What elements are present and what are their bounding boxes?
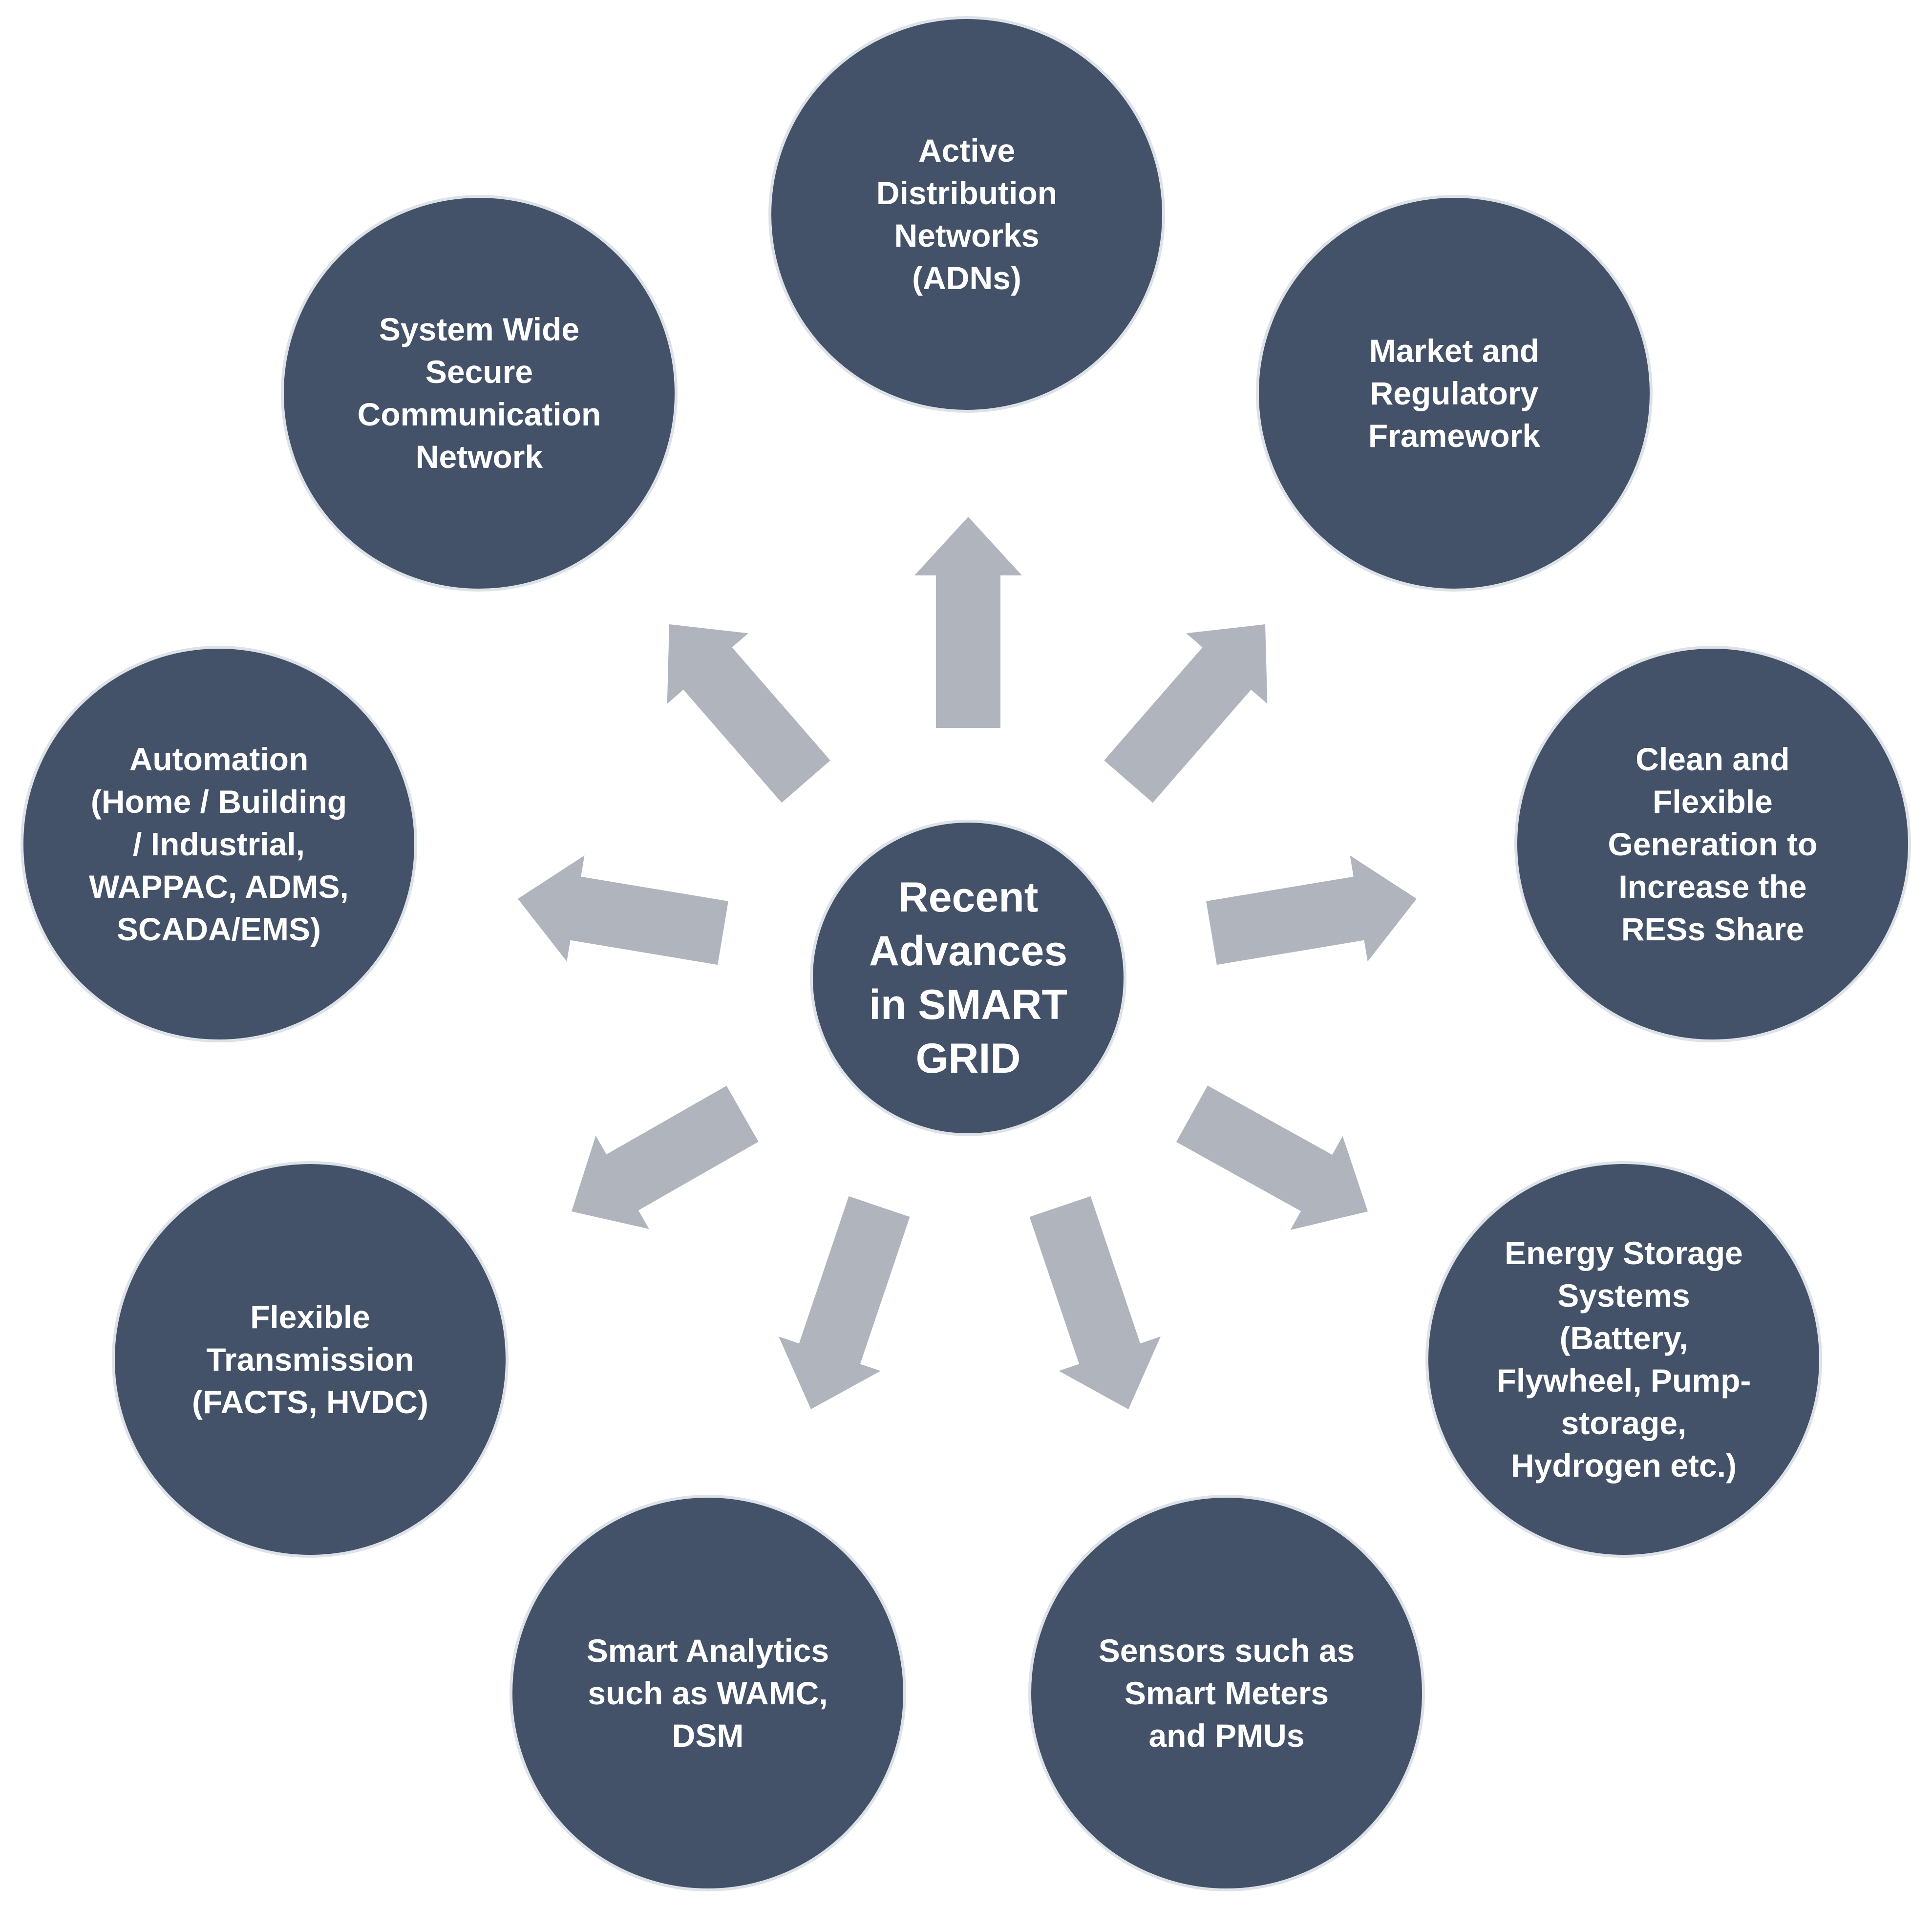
node-smart-analytics: Smart Analytics such as WAMC, DSM: [510, 1495, 906, 1891]
node-label: Energy Storage Systems (Battery, Flywhee…: [1496, 1235, 1751, 1484]
arrow-to-active-distribution-networks: [914, 517, 1022, 728]
node-label: Automation (Home / Building / Industrial…: [89, 741, 349, 947]
arrow-to-sensors: [1029, 1196, 1161, 1409]
node-automation: Automation (Home / Building / Industrial…: [21, 646, 417, 1042]
center-label: Recent Advances in SMART GRID: [869, 874, 1068, 1082]
node-label: Flexible Transmission (FACTS, HVDC): [192, 1298, 428, 1420]
node-label: System Wide Secure Communication Network: [357, 311, 601, 475]
arrow-to-secure-communication-network: [667, 624, 830, 803]
node-label: Sensors such as Smart Meters and PMUs: [1098, 1632, 1355, 1754]
arrow-to-automation: [518, 855, 728, 965]
arrow-to-clean-flexible-generation: [1206, 855, 1417, 965]
node-flexible-transmission: Flexible Transmission (FACTS, HVDC): [112, 1161, 509, 1558]
center-node: Recent Advances in SMART GRID: [810, 820, 1126, 1136]
node-clean-flexible-generation: Clean and Flexible Generation to Increas…: [1514, 646, 1911, 1042]
arrow-to-market-regulatory-framework: [1104, 624, 1268, 803]
node-energy-storage-systems: Energy Storage Systems (Battery, Flywhee…: [1425, 1161, 1822, 1558]
node-active-distribution-networks: Active Distribution Networks (ADNs): [768, 16, 1165, 413]
node-market-regulatory-framework: Market and Regulatory Framework: [1256, 195, 1653, 592]
arrow-to-flexible-transmission: [572, 1085, 759, 1229]
arrow-to-energy-storage-systems: [1176, 1085, 1368, 1230]
node-sensors: Sensors such as Smart Meters and PMUs: [1028, 1495, 1425, 1891]
node-label: Market and Regulatory Framework: [1368, 332, 1541, 454]
node-label: Smart Analytics such as WAMC, DSM: [586, 1632, 829, 1754]
node-secure-communication-network: System Wide Secure Communication Network: [281, 195, 678, 592]
node-label: Clean and Flexible Generation to Increas…: [1608, 741, 1818, 947]
node-label: Active Distribution Networks (ADNs): [876, 132, 1058, 296]
arrow-to-smart-analytics: [779, 1196, 910, 1409]
